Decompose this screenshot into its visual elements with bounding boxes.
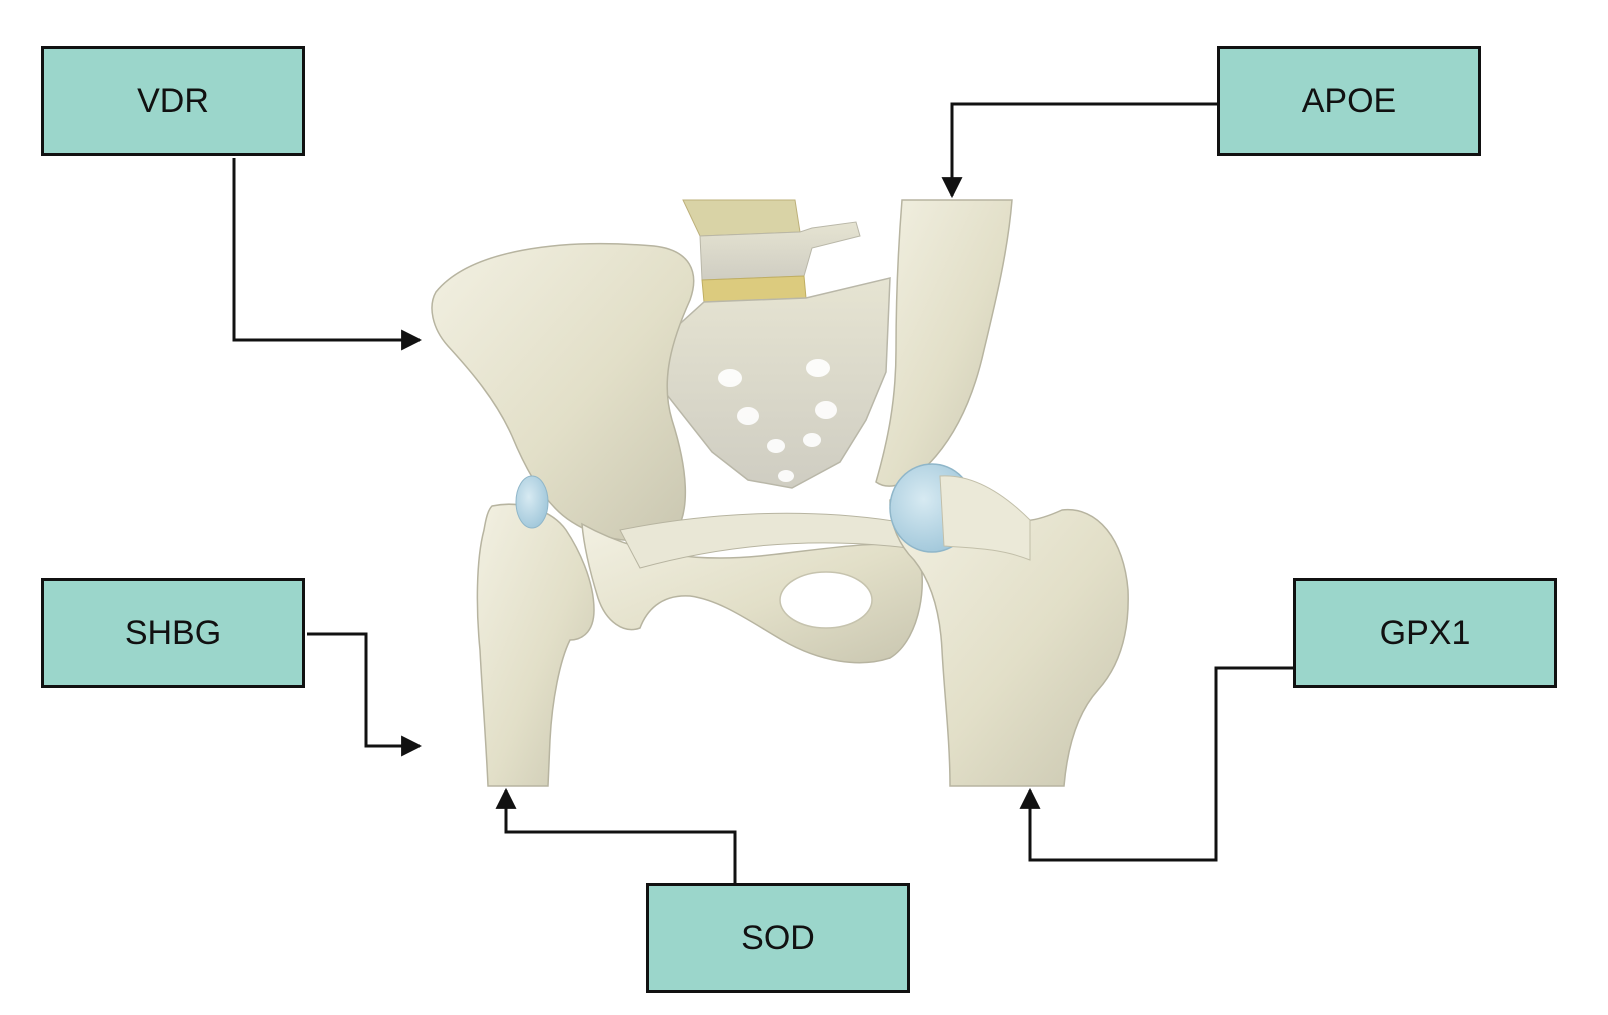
left-ilium	[431, 242, 695, 542]
gene-label-vdr: VDR	[137, 81, 209, 120]
gene-label-apoe: APOE	[1301, 81, 1397, 120]
right-ilium	[875, 199, 1013, 487]
gene-label-gpx1: GPX1	[1379, 613, 1471, 652]
gene-box-gpx1: GPX1	[1293, 578, 1557, 688]
right-femoral-neck	[939, 475, 1031, 561]
gene-box-vdr: VDR	[41, 46, 305, 156]
arrow-shbg	[307, 632, 423, 757]
gene-label-sod: SOD	[741, 918, 815, 957]
arrow-sod	[495, 787, 737, 883]
sacral-foramina	[718, 359, 837, 482]
pelvis-illustration	[431, 199, 1129, 787]
sacrum	[659, 277, 891, 489]
arrow-apoe	[941, 102, 1217, 199]
gene-box-sod: SOD	[646, 883, 910, 993]
gene-box-shbg: SHBG	[41, 578, 305, 688]
gene-label-shbg: SHBG	[124, 613, 222, 652]
left-femur	[476, 503, 595, 787]
arrow-gpx1	[1019, 666, 1293, 862]
lumbar-spine	[682, 199, 861, 303]
arrow-vdr	[232, 158, 423, 351]
connectors	[232, 102, 1293, 883]
obturator-foramen	[779, 571, 873, 629]
left-hip-cartilage	[515, 475, 549, 529]
gene-box-apoe: APOE	[1217, 46, 1481, 156]
